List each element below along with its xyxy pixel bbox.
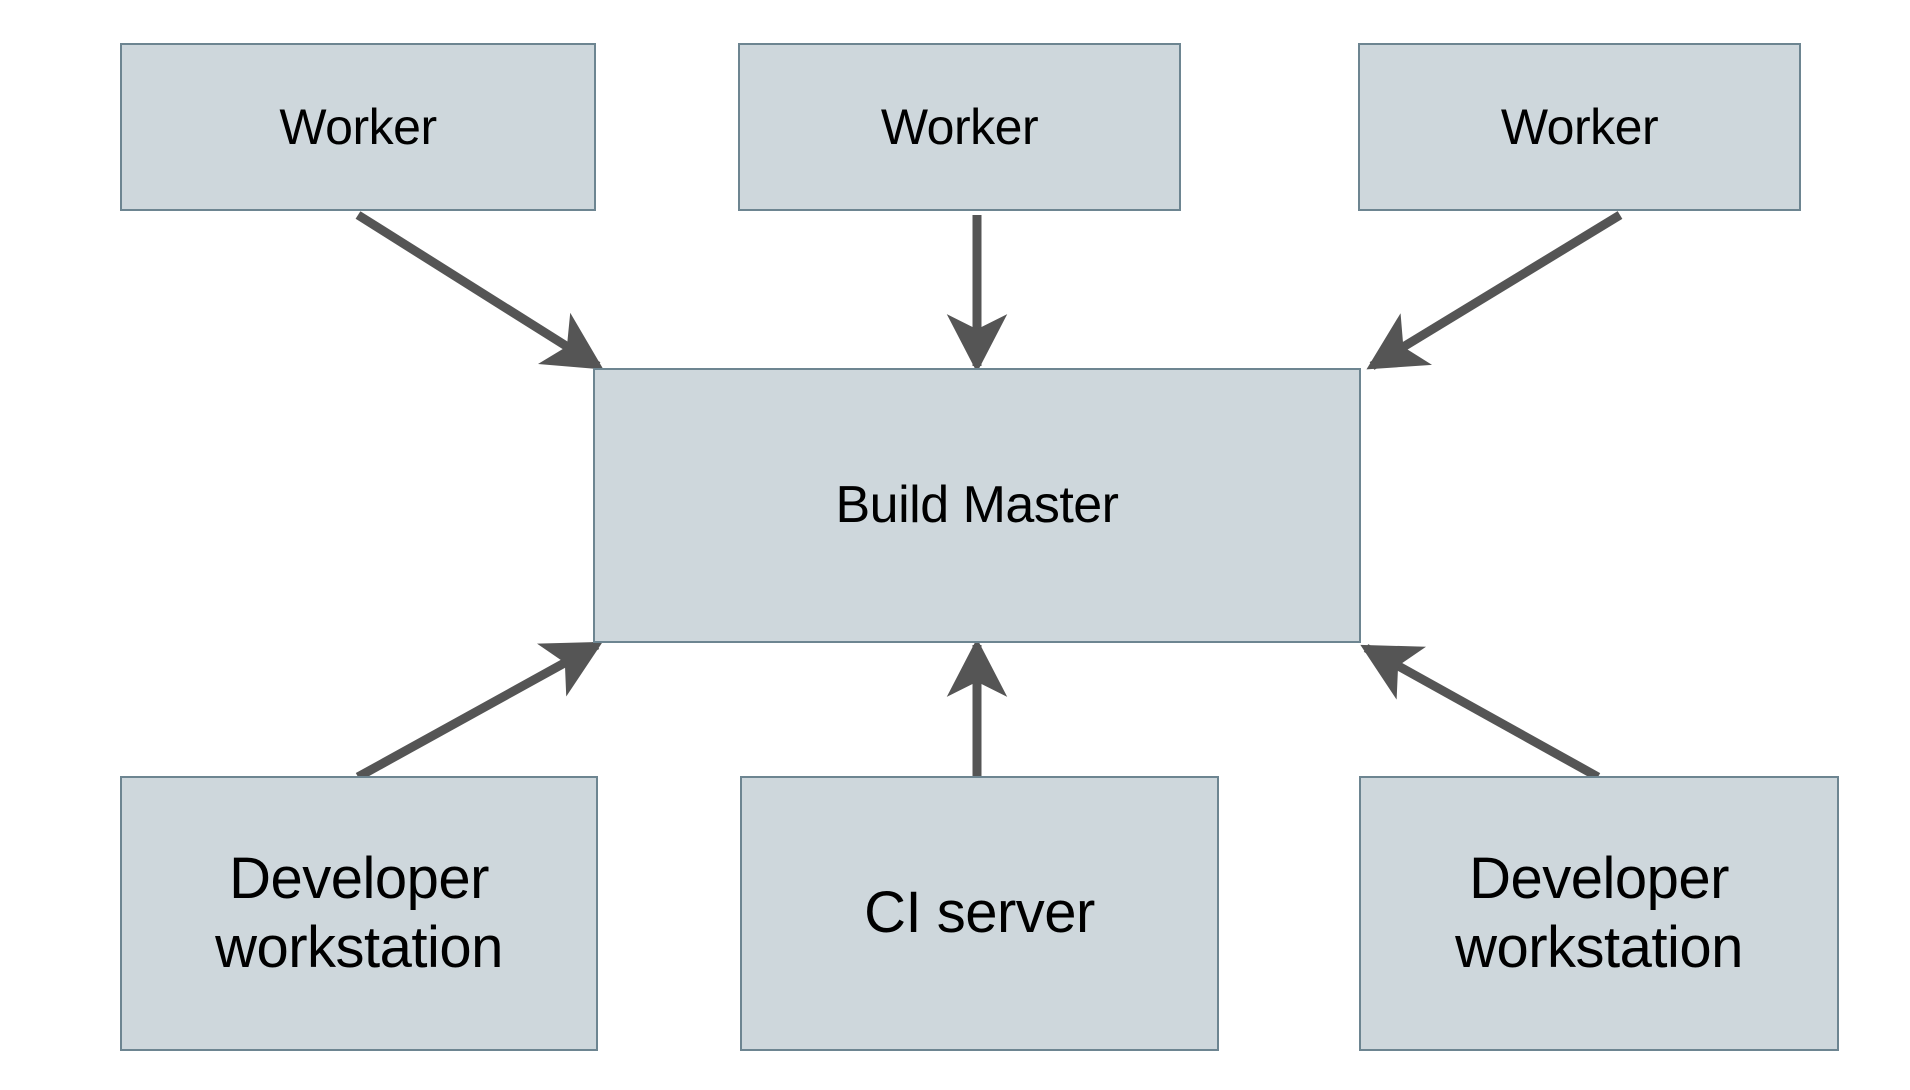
edge-worker1-to-master (355, 211, 604, 370)
node-ci-server-label: CI server (864, 880, 1095, 946)
node-build-master-label: Build Master (835, 475, 1120, 534)
node-ci-server[interactable]: CI server (740, 776, 1219, 1051)
node-build-master[interactable]: Build Master (593, 368, 1361, 643)
node-developer-workstation-right-label: Developer workstation (1455, 846, 1743, 980)
node-worker-1-label: Worker (279, 98, 437, 155)
node-worker-2[interactable]: Worker (738, 43, 1181, 211)
node-developer-workstation-left-label: Developer workstation (215, 846, 503, 980)
node-developer-workstation-right[interactable]: Developer workstation (1359, 776, 1839, 1051)
node-worker-1[interactable]: Worker (120, 43, 596, 211)
node-developer-workstation-left[interactable]: Developer workstation (120, 776, 598, 1051)
edge-devwsleft-to-master (355, 641, 603, 781)
edge-worker3-to-master (1366, 211, 1623, 370)
node-worker-2-label: Worker (880, 98, 1039, 155)
edge-devwsright-to-master (1360, 644, 1601, 781)
node-worker-3[interactable]: Worker (1358, 43, 1801, 211)
node-worker-3-label: Worker (1500, 98, 1659, 155)
